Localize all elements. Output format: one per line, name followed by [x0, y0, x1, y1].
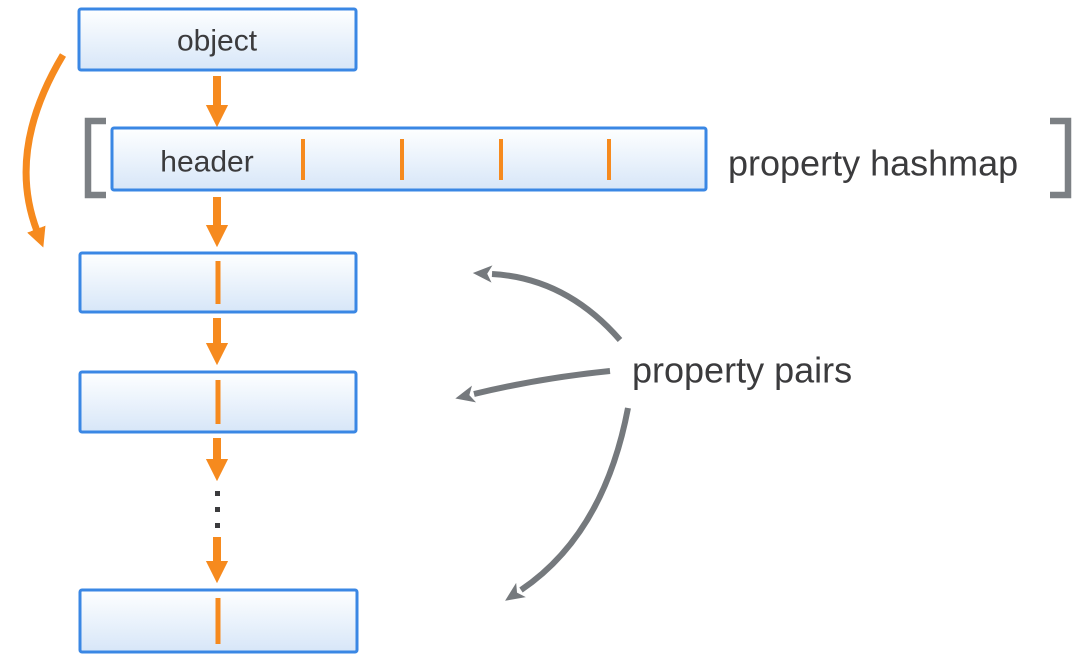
- curved-arrow-object-to-pairs: [22, 53, 67, 248]
- right-bracket-icon: [1050, 117, 1072, 199]
- pointer-arrow-to-pair2: [455, 368, 611, 403]
- object-box: [77, 7, 358, 72]
- left-bracket-icon: [84, 117, 106, 199]
- pointer-arrow-to-pair1: [472, 265, 623, 342]
- hashmap-annotation-label: property hashmap: [728, 143, 1018, 184]
- ellipsis-dot-2: [215, 507, 220, 512]
- ellipsis-dot-3: [215, 523, 220, 528]
- ellipsis-dot-1: [215, 491, 220, 496]
- object-label: object: [177, 25, 258, 58]
- pointer-arrow-to-pair3: [505, 407, 631, 601]
- hashmap-box: [110, 126, 708, 192]
- pairs-annotation-label: property pairs: [632, 350, 852, 391]
- header-label: header: [160, 146, 253, 179]
